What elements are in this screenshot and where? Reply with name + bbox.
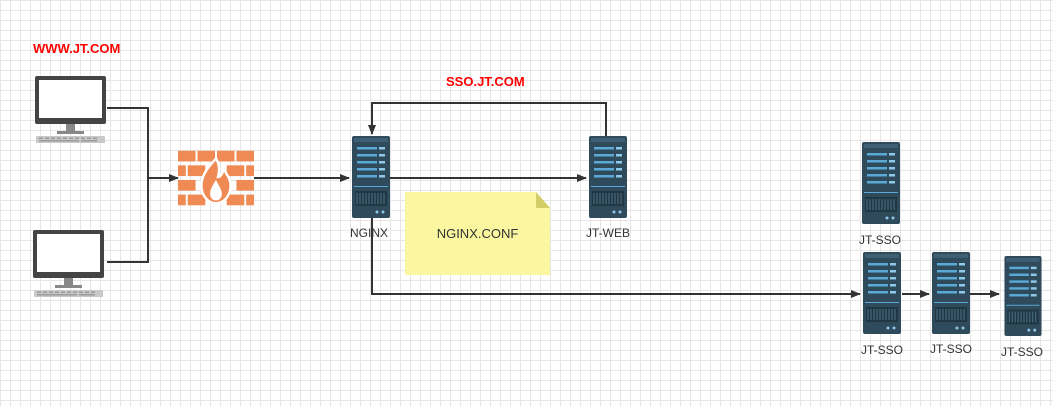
jt-sso-server-icon — [863, 252, 901, 334]
pc1-to-firewall-connector — [107, 107, 179, 182]
jt-sso-label: JT-SSO — [861, 343, 904, 357]
jt-sso-label: JT-SSO — [859, 233, 902, 247]
connectors — [107, 102, 1000, 298]
desktop-computer-icon — [33, 230, 104, 297]
jt-web-to-nginx-return-connector — [368, 102, 607, 136]
nginx-label: NGINX — [350, 226, 389, 240]
nginx-conf-note: NGINX.CONF — [405, 192, 550, 275]
firewall-icon — [178, 150, 254, 206]
jt-sso-server-icon — [1004, 256, 1042, 336]
desktop-computer-icon — [35, 76, 106, 143]
jt-sso-server-icon — [932, 252, 970, 334]
sso-domain-label: SSO.JT.COM — [446, 74, 525, 89]
www-domain-label: WWW.JT.COM — [33, 41, 121, 56]
nginx-to-sso-cluster-connector — [371, 217, 861, 298]
note-text: NGINX.CONF — [436, 226, 519, 241]
jt-sso-server-icon — [862, 142, 900, 224]
jt-sso-label: JT-SSO — [1001, 345, 1044, 359]
jt-sso-label: JT-SSO — [930, 342, 973, 356]
jt-web-label: JT-WEB — [586, 226, 630, 240]
pc2-to-firewall-connector — [107, 178, 149, 263]
jt-web-server-icon — [589, 136, 627, 218]
nginx-server-icon — [352, 136, 390, 218]
